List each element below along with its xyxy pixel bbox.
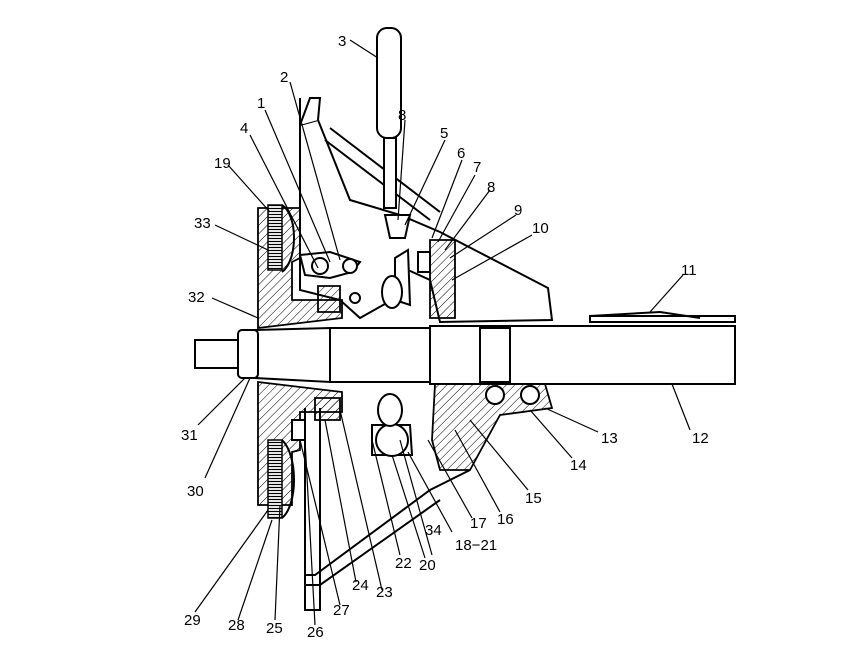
callout-8b: 8 xyxy=(487,179,495,196)
callout-7: 7 xyxy=(473,159,481,176)
callout-15: 15 xyxy=(525,490,542,507)
callout-8a: 8 xyxy=(398,107,406,124)
callout-22: 22 xyxy=(395,555,412,572)
shift-lever xyxy=(376,27,412,239)
callout-4: 4 xyxy=(240,120,248,137)
callout-32: 32 xyxy=(188,289,205,306)
bearing-assembly-upper xyxy=(381,239,456,319)
main-shaft xyxy=(194,310,736,385)
callout-29: 29 xyxy=(184,612,201,629)
callout-labels: 1 2 3 4 5 6 7 8 8 9 10 11 12 13 14 15 16… xyxy=(181,33,709,641)
callout-3: 3 xyxy=(338,33,346,50)
callout-2: 2 xyxy=(280,69,288,86)
leader-lines xyxy=(194,39,691,626)
callout-17: 17 xyxy=(470,515,487,532)
callout-12: 12 xyxy=(692,430,709,447)
callout-13: 13 xyxy=(601,430,618,447)
callout-31: 31 xyxy=(181,427,198,444)
callout-30: 30 xyxy=(187,483,204,500)
callout-23: 23 xyxy=(376,584,393,601)
callout-19: 19 xyxy=(214,155,231,172)
callout-14: 14 xyxy=(570,457,587,474)
callout-10: 10 xyxy=(532,220,549,237)
callout-18-21: 18−21 xyxy=(455,537,497,554)
callout-9: 9 xyxy=(514,202,522,219)
callout-24: 24 xyxy=(352,577,369,594)
release-lever xyxy=(298,250,362,313)
callout-16: 16 xyxy=(497,511,514,528)
callout-28: 28 xyxy=(228,617,245,634)
callout-5: 5 xyxy=(440,125,448,142)
bearing-assembly-lower xyxy=(291,383,554,471)
callout-33: 33 xyxy=(194,215,211,232)
callout-27: 27 xyxy=(333,602,350,619)
callout-6: 6 xyxy=(457,145,465,162)
callout-11: 11 xyxy=(681,262,697,279)
callout-26: 26 xyxy=(307,624,324,641)
callout-20: 20 xyxy=(419,557,436,574)
callout-1: 1 xyxy=(257,95,265,112)
flywheel xyxy=(257,204,343,519)
callout-34: 34 xyxy=(425,522,442,539)
callout-25: 25 xyxy=(266,620,283,637)
